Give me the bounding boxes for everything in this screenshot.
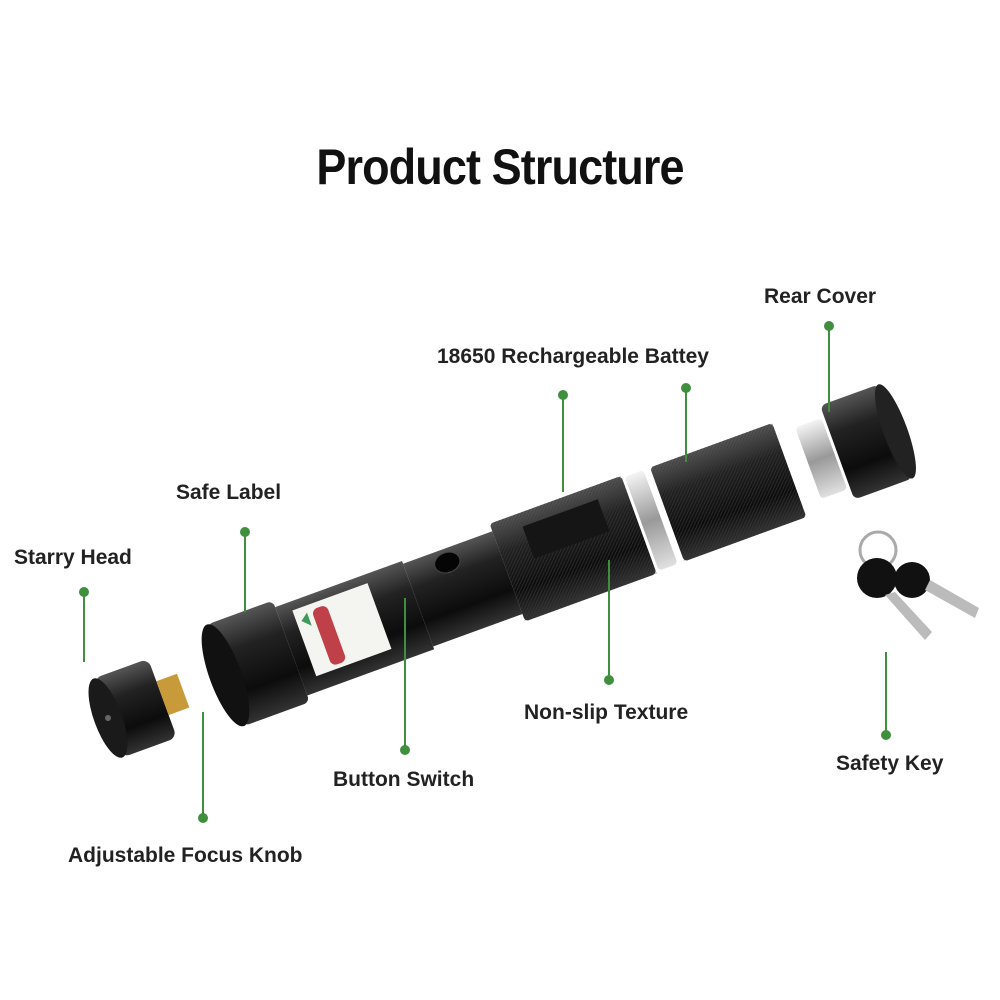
- leader-lines: [79, 321, 891, 823]
- label-starry-head: Starry Head: [14, 546, 132, 569]
- safety-key: [857, 530, 979, 640]
- adjustable-focus-knob: [201, 602, 309, 727]
- battery-tube: [650, 423, 807, 562]
- label-button-switch: Button Switch: [333, 768, 475, 791]
- label-battery: 18650 Rechargeable Battey: [437, 345, 709, 368]
- label-adjustable-focus-knob: Adjustable Focus Knob: [68, 844, 303, 867]
- non-slip-texture: [489, 475, 657, 622]
- rear-cover: [821, 384, 916, 498]
- page-title: Product Structure: [316, 139, 684, 195]
- label-non-slip-texture: Non-slip Texture: [524, 701, 689, 724]
- starry-head: [88, 660, 190, 758]
- button-switch: [434, 551, 461, 574]
- label-safety-key: Safety Key: [836, 752, 944, 775]
- label-safe-label: Safe Label: [176, 481, 282, 504]
- safe-label: [292, 583, 392, 677]
- label-rear-cover: Rear Cover: [764, 285, 877, 308]
